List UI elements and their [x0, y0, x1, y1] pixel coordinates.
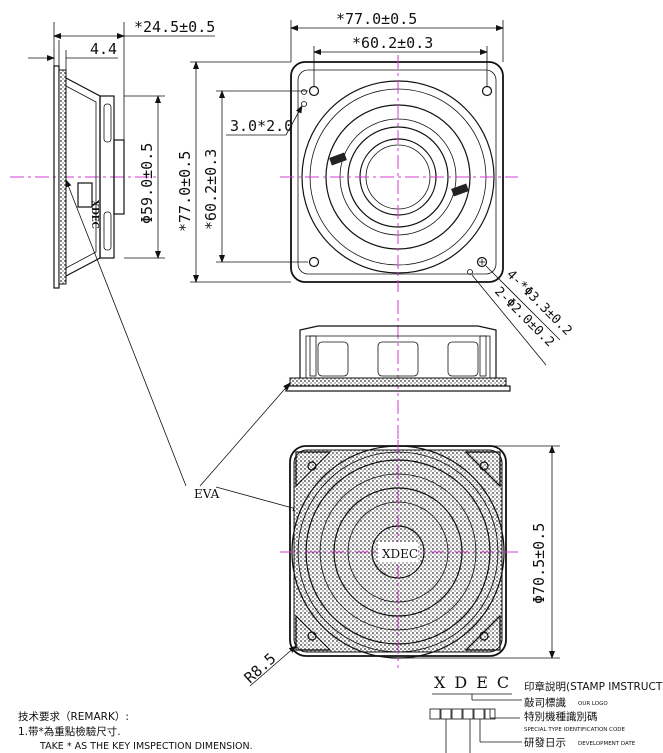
dim-rear-diameter: Φ70.5±0.5 [530, 523, 548, 604]
stamp-code-en: SPECIAL TYPE IDENTIFICATION CODE [524, 727, 626, 733]
dim-front-height: *77.0±0.5 [176, 151, 194, 232]
brand-plate [378, 542, 418, 562]
remark-title: 技术要求（REMARK）: [18, 710, 129, 723]
terminal-brand-mark: XDEC [89, 200, 99, 229]
dim-front-width: *77.0±0.5 [336, 10, 417, 28]
dim-corner-radius: R8.5 [241, 649, 280, 687]
stamp-logo-cn: 敲司標識 [524, 696, 566, 709]
stamp-title: 印章說明(STAMP IMSTRUCTIONS): [524, 680, 663, 693]
front-view [190, 20, 561, 366]
dim-front-hole-span-y: *60.2±0.3 [202, 149, 220, 230]
dim-side-depth: *24.5±0.5 [134, 18, 215, 36]
brand-label: XDEC [382, 547, 418, 561]
remark-line-2: TAKE * AS THE KEY IMSPECTION DIMENSION. [39, 741, 253, 752]
stamp-diagram: XDEC [429, 673, 522, 753]
stamp-date-cn: 研發日示 [524, 736, 566, 749]
side-profile-view [285, 300, 511, 440]
stamp-logo-en: OUR LOGO [578, 701, 608, 707]
stamp-letters: XDEC [434, 673, 518, 692]
stamp-code-cn: 特別機種識別碼 [524, 710, 598, 723]
eva-label: EVA [194, 487, 220, 501]
dim-side-diameter: Φ59.0±0.5 [138, 143, 156, 224]
stamp-date-en: DEVELOPMENT DATE [578, 741, 636, 747]
rear-view [249, 440, 560, 687]
side-view: XDEC [10, 22, 215, 289]
dim-front-hole-span-x: *60.2±0.3 [352, 34, 433, 52]
remark-line-1: 1.带*為重點檢驗尺寸. [18, 725, 121, 738]
dim-terminal-slot: 3.0*2.0 [230, 117, 293, 135]
dim-side-flange: 4.4 [90, 40, 117, 58]
